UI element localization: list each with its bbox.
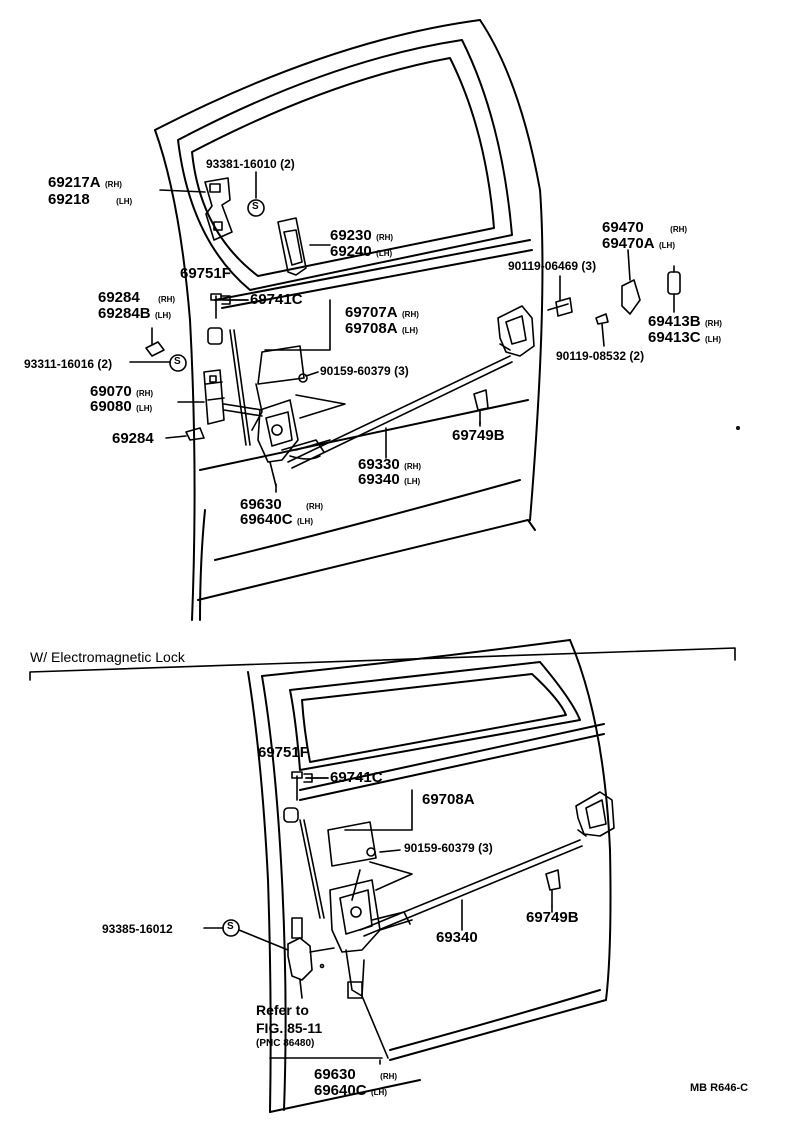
label-69413c: 69413C (LH) <box>648 330 721 346</box>
label-69707: 69707A (RH) <box>345 305 419 321</box>
figure-code: MB R646-C <box>690 1082 749 1094</box>
side-marker: (LH) <box>659 241 675 250</box>
label-69640-upper: 69640C (LH) <box>240 512 313 528</box>
label-69470a: 69470A (LH) <box>602 236 675 252</box>
side-marker: (RH) <box>136 389 154 398</box>
part-number: 69330 <box>358 456 400 473</box>
label-69749-lower: 69749B <box>526 909 579 926</box>
side-marker: (RH) <box>705 319 722 328</box>
side-marker: (LH) <box>116 197 133 206</box>
label-69230: 69230 (RH) <box>330 228 393 244</box>
label-69218: 69218 (LH) <box>48 192 132 208</box>
part-number: 69413B <box>648 313 701 330</box>
label-90159-upper: 90159-60379 (3) <box>320 364 409 378</box>
label-69741-lower: 69741C <box>330 769 383 786</box>
part-number: 69070 <box>90 383 132 400</box>
refer-fig-line: FIG. 85-11 <box>256 1020 323 1036</box>
part-number: 69284 <box>98 289 140 306</box>
label-90159-lower: 90159-60379 (3) <box>404 841 493 855</box>
part-number: 69217A <box>48 174 101 191</box>
part-number: 69340 <box>358 471 400 488</box>
label-69751: 69751F <box>180 265 231 282</box>
label-69749-upper: 69749B <box>452 427 505 444</box>
label-69340-lower: 69340 <box>436 929 478 946</box>
part-number: 69630 <box>314 1066 356 1083</box>
part-number: 69284B <box>98 305 151 322</box>
label-69284b: 69284B (LH) <box>98 306 171 322</box>
side-marker: (LH) <box>297 517 313 526</box>
section-heading: W/ Electromagnetic Lock <box>30 649 185 665</box>
label-69240: 69240 (LH) <box>330 244 392 260</box>
part-number: 69413C <box>648 329 701 346</box>
label-69413b: 69413B (RH) <box>648 314 722 330</box>
side-marker: (LH) <box>136 404 153 413</box>
side-marker: (RH) <box>380 1072 398 1081</box>
label-93385: 93385-16012 <box>102 922 173 936</box>
label-69217: 69217A (RH) <box>48 175 122 191</box>
part-number: 69640C <box>314 1082 367 1099</box>
refer-pnc-line: (PNC 86480) <box>256 1038 315 1049</box>
s-marker-93381: S <box>252 201 259 212</box>
label-69330: 69330 (RH) <box>358 457 421 473</box>
side-marker: (LH) <box>371 1088 387 1097</box>
side-marker: (RH) <box>670 225 688 234</box>
lower-door-panel <box>247 639 612 1113</box>
side-marker: (LH) <box>376 249 393 258</box>
s-marker-93385: S <box>227 921 234 932</box>
part-number: 69470A <box>602 235 655 252</box>
part-number: 69640C <box>240 511 293 528</box>
label-69708-lower: 69708A <box>422 791 475 808</box>
s-marker-93311: S <box>174 356 181 367</box>
label-69640-lower: 69640C (LH) <box>314 1083 387 1099</box>
label-69070: 69070 (RH) <box>90 384 153 400</box>
label-69470: 69470 (RH) <box>602 220 687 236</box>
side-marker: (RH) <box>402 310 419 319</box>
side-marker: (RH) <box>158 295 176 304</box>
side-marker: (RH) <box>376 233 394 242</box>
label-69741: 69741C <box>250 291 303 308</box>
side-marker: (LH) <box>155 311 171 320</box>
side-marker: (RH) <box>105 180 122 189</box>
label-90119-08532: 90119-08532 (2) <box>556 349 645 363</box>
part-number: 69630 <box>240 496 282 513</box>
part-number: 69707A <box>345 304 398 321</box>
electromagnetic-bracket <box>29 647 736 681</box>
side-marker: (RH) <box>404 462 422 471</box>
upper-components <box>129 171 681 493</box>
side-marker: (RH) <box>306 502 324 511</box>
label-69751-lower: 69751F <box>258 744 309 761</box>
side-marker: (LH) <box>705 335 721 344</box>
refer-to-line: Refer to <box>256 1002 309 1018</box>
part-number: 69240 <box>330 243 372 260</box>
upper-door-panel <box>154 19 544 621</box>
label-90119-06469: 90119-06469 (3) <box>508 259 597 273</box>
part-number: 69470 <box>602 219 644 236</box>
label-69630-upper: 69630 (RH) <box>240 497 323 513</box>
part-number: 69230 <box>330 227 372 244</box>
label-69284-rh: 69284 (RH) <box>98 290 175 306</box>
label-69708: 69708A (LH) <box>345 321 418 337</box>
part-number: 69218 <box>48 191 90 208</box>
part-number: 69708A <box>345 320 398 337</box>
label-69080: 69080 (LH) <box>90 399 152 415</box>
label-69630-lower: 69630 (RH) <box>314 1067 397 1083</box>
lower-components <box>203 425 740 1065</box>
label-93381: 93381-16010 (2) <box>206 157 295 171</box>
label-69340-upper: 69340 (LH) <box>358 472 420 488</box>
label-93311: 93311-16016 (2) <box>24 357 113 371</box>
side-marker: (LH) <box>404 477 421 486</box>
part-number: 69080 <box>90 398 132 415</box>
side-marker: (LH) <box>402 326 418 335</box>
label-69284: 69284 <box>112 430 154 447</box>
